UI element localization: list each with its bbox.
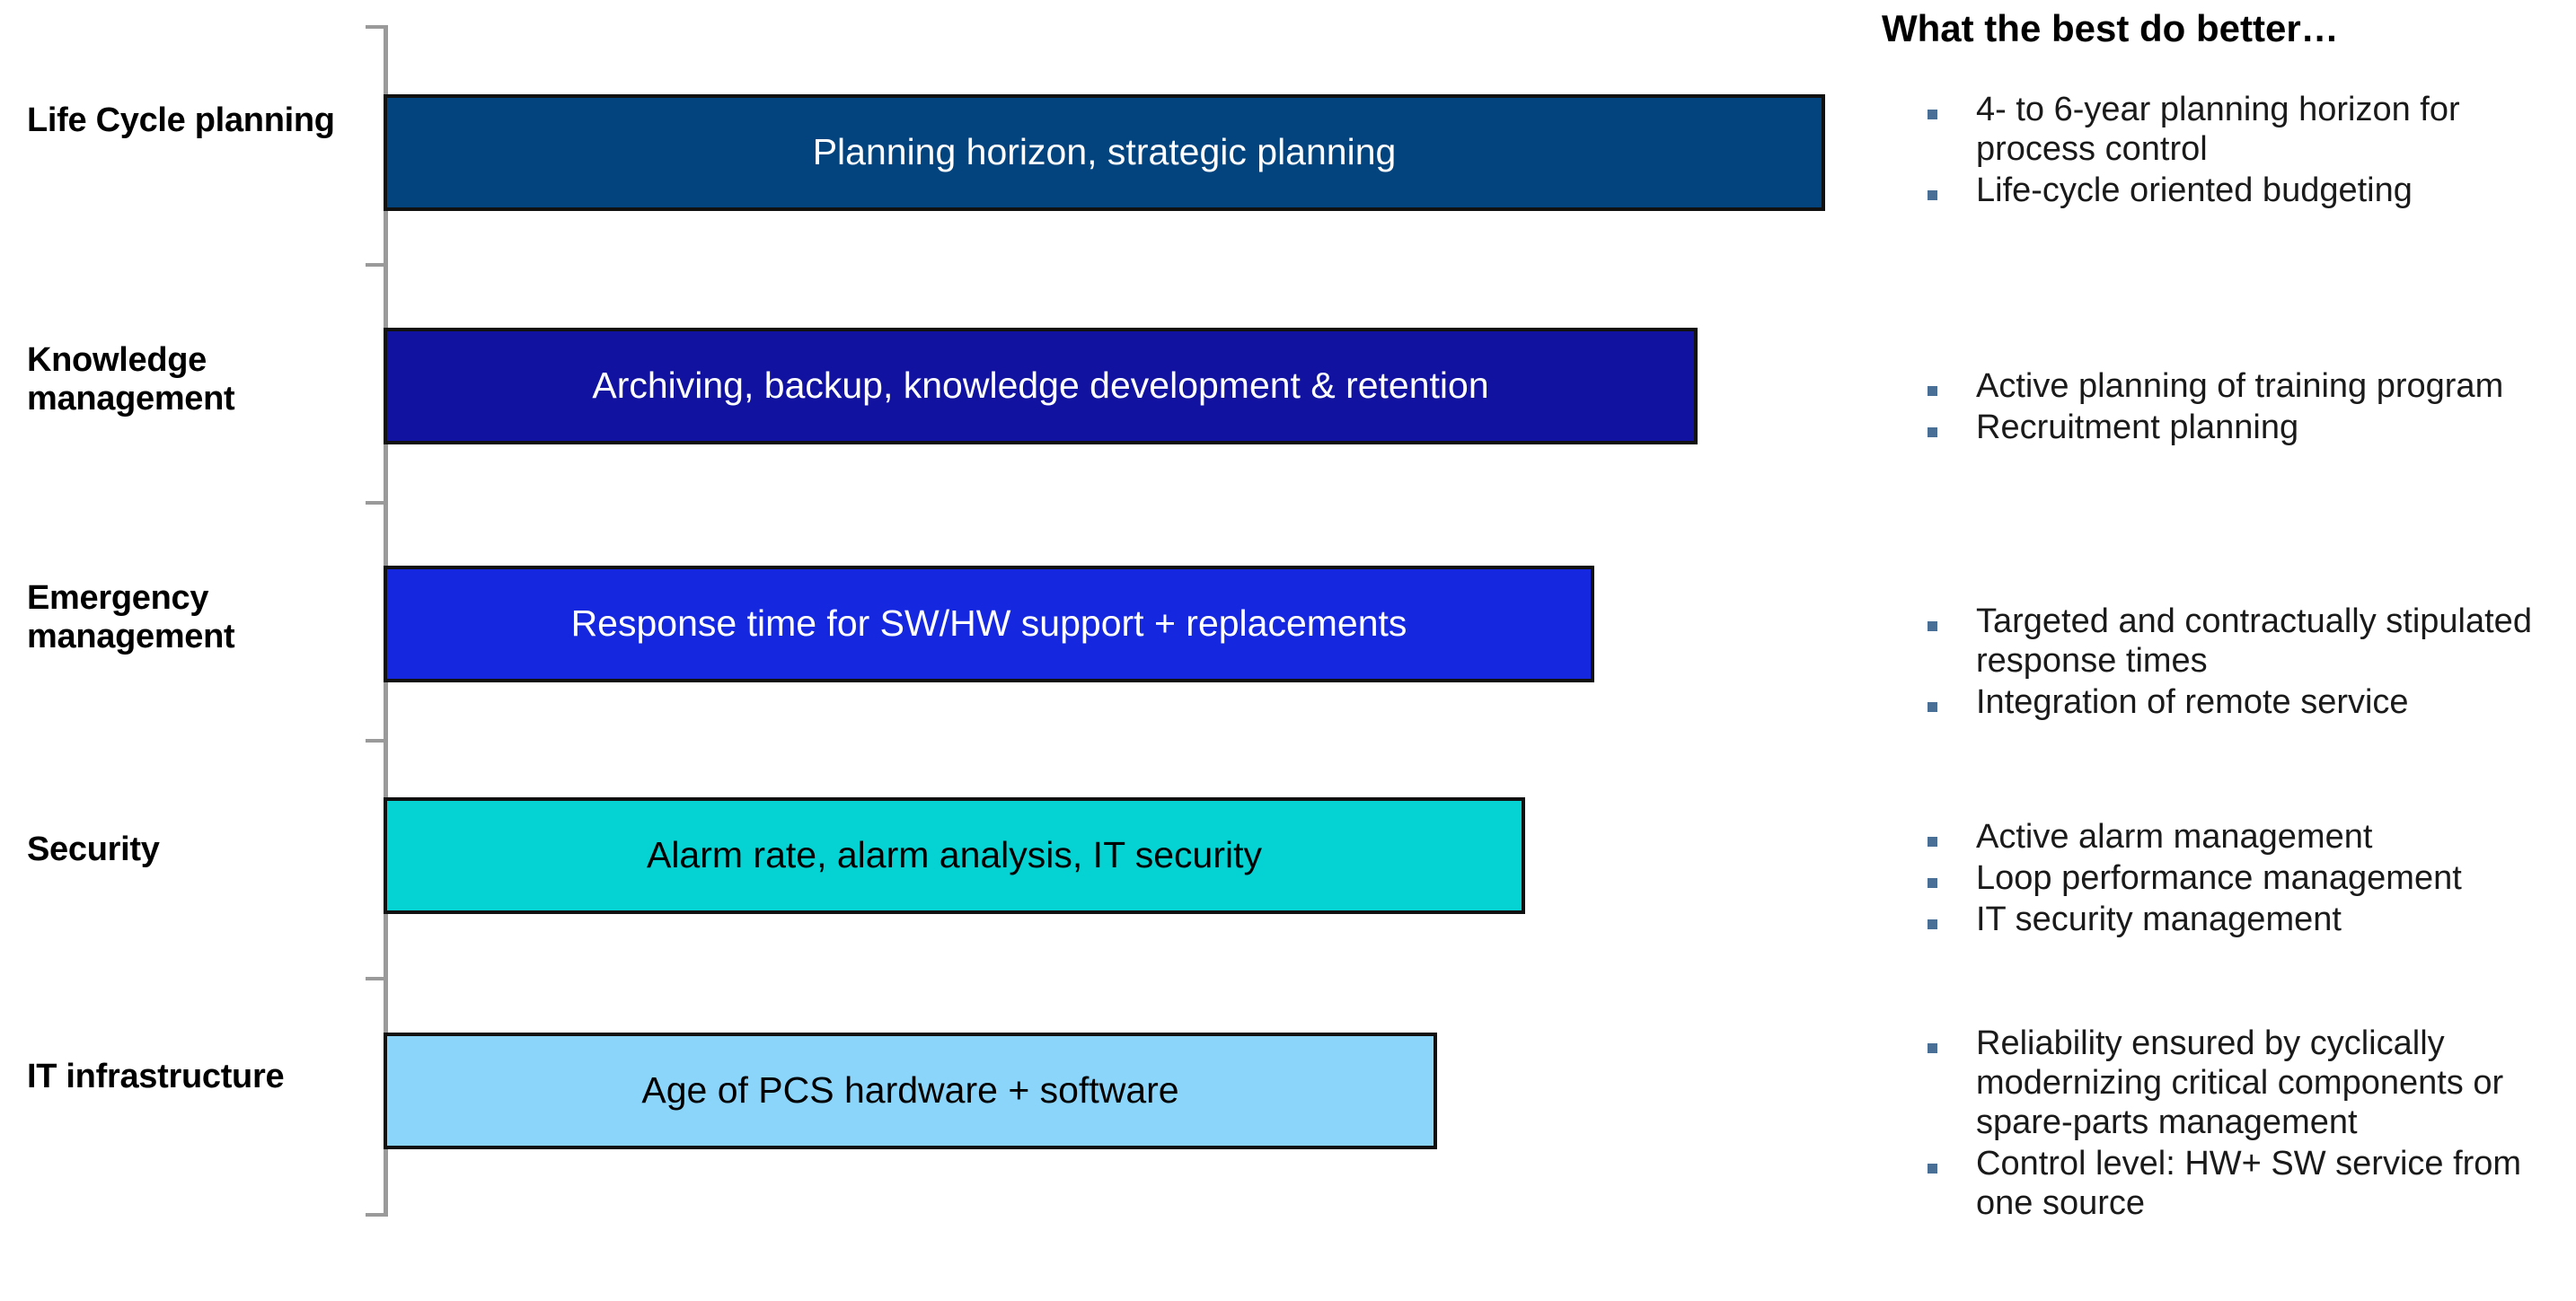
axis-tick-5 [366,1213,384,1217]
bullet-item: 4- to 6-year planning horizon for proces… [1875,90,2576,169]
best-panel-title: What the best do better… [1882,7,2339,49]
bullet-item: Control level: HW+ SW service from one s… [1875,1144,2576,1223]
bullet-square-icon [1928,919,1937,930]
axis-tick-0 [366,25,384,29]
bullet-text: IT security management [1976,901,2342,939]
bullet-square-icon [1928,427,1937,438]
bar-it-infrastructure: Age of PCS hardware + software [384,1033,1437,1149]
bullet-group-it-infrastructure: Reliability ensured by cyclically modern… [1875,1024,2576,1225]
bar-label-security: Alarm rate, alarm analysis, IT security [646,834,1263,876]
category-label-it-infrastructure: IT infrastructure [27,1058,285,1095]
bar-label-life-cycle-planning: Planning horizon, strategic planning [812,131,1397,173]
bullet-square-icon [1928,837,1937,847]
bar-security: Alarm rate, alarm analysis, IT security [384,797,1525,914]
bullet-square-icon [1928,190,1937,201]
bar-life-cycle-planning: Planning horizon, strategic planning [384,94,1825,211]
category-label-knowledge-management: Knowledge management [27,341,235,418]
bullet-item: Active planning of training program [1875,366,2576,406]
bullet-text: Reliability ensured by cyclically modern… [1976,1024,2504,1142]
category-label-life-cycle-planning: Life Cycle planning [27,101,335,139]
bullet-item: Life-cycle oriented budgeting [1875,171,2576,210]
bullet-group-emergency-management: Targeted and contractually stipulated re… [1875,602,2576,724]
bullet-text: Life-cycle oriented budgeting [1976,171,2413,210]
bar-label-emergency-management: Response time for SW/HW support + replac… [570,602,1407,645]
bar-label-it-infrastructure: Age of PCS hardware + software [641,1069,1179,1112]
bullet-item: Integration of remote service [1875,682,2576,722]
bar-knowledge-management: Archiving, backup, knowledge development… [384,328,1698,444]
bar-label-knowledge-management: Archiving, backup, knowledge development… [592,365,1489,407]
bar-chart: Life Cycle planning Planning horizon, st… [27,25,1825,1217]
category-label-emergency-management: Emergency management [27,579,235,655]
bullet-item: Loop performance management [1875,858,2576,898]
bullet-item: Targeted and contractually stipulated re… [1875,602,2576,681]
axis-tick-2 [366,501,384,505]
bullet-item: IT security management [1875,900,2576,939]
bullet-group-knowledge-management: Active planning of training program Recr… [1875,366,2576,449]
what-the-best-do-better-panel: What the best do better… 4- to 6-year pl… [1832,0,2576,1301]
bullet-square-icon [1928,1164,1937,1174]
bullet-group-life-cycle-planning: 4- to 6-year planning horizon for proces… [1875,90,2576,212]
bullet-text: 4- to 6-year planning horizon for proces… [1976,91,2460,169]
bullet-square-icon [1928,110,1937,119]
bar-emergency-management: Response time for SW/HW support + replac… [384,566,1594,682]
bullet-item: Active alarm management [1875,817,2576,857]
bullet-text: Active alarm management [1976,818,2373,856]
axis-tick-4 [366,977,384,980]
bullet-item: Reliability ensured by cyclically modern… [1875,1024,2576,1142]
category-label-security: Security [27,831,160,868]
bullet-square-icon [1928,621,1937,631]
bullet-text: Targeted and contractually stipulated re… [1976,602,2532,681]
bullet-text: Loop performance management [1976,859,2462,898]
bullet-square-icon [1928,1043,1937,1053]
bullet-text: Control level: HW+ SW service from one s… [1976,1145,2522,1223]
axis-tick-1 [366,263,384,267]
bullet-square-icon [1928,702,1937,713]
axis-tick-3 [366,739,384,743]
bullet-text: Integration of remote service [1976,683,2409,722]
bullet-text: Recruitment planning [1976,409,2299,447]
bullet-text: Active planning of training program [1976,367,2504,405]
bullet-item: Recruitment planning [1875,408,2576,447]
bullet-square-icon [1928,878,1937,889]
bullet-square-icon [1928,386,1937,396]
bullet-group-security: Active alarm management Loop performance… [1875,817,2576,941]
